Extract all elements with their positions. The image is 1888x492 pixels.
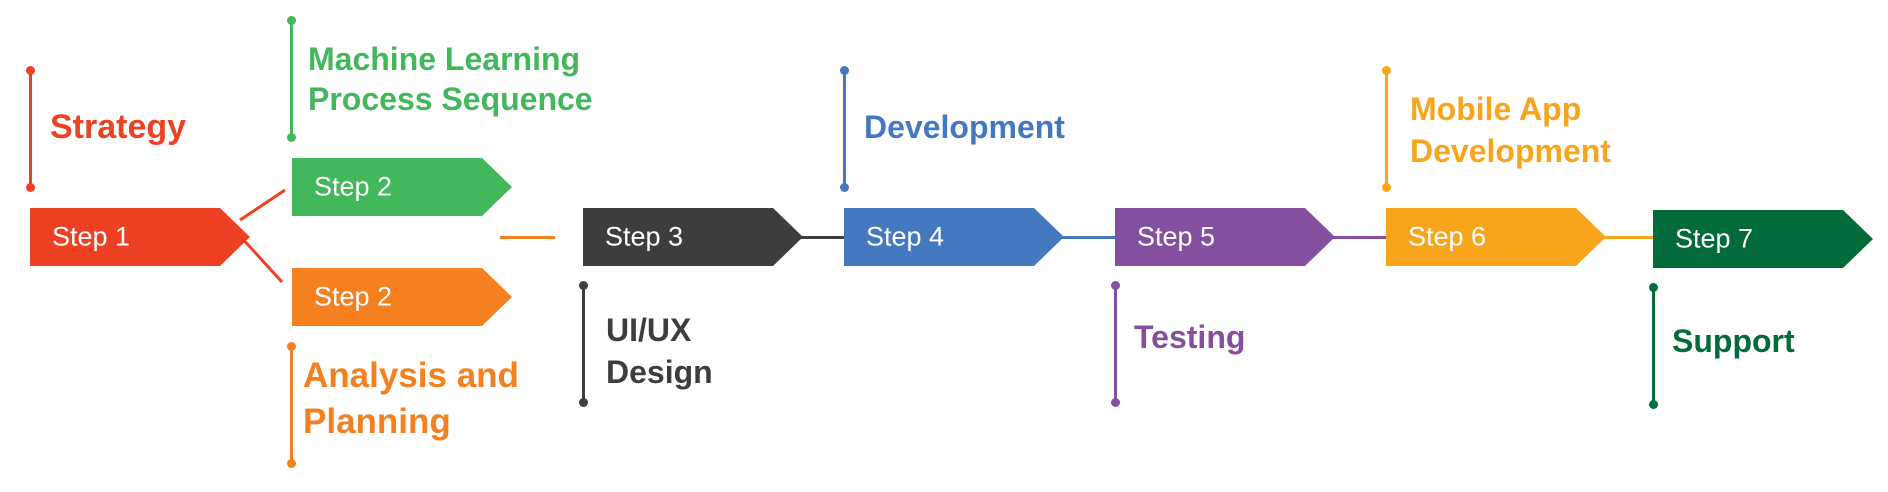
step3-stem <box>579 281 588 407</box>
step6-title-line2: Development <box>1410 133 1611 169</box>
step5-stem <box>1111 281 1120 407</box>
step4-label: Step 4 <box>866 221 945 252</box>
step2-bottom-title-line2: Planning <box>303 402 451 441</box>
step7-label: Step 7 <box>1675 223 1754 254</box>
step2-bottom-arrow: Step 2 <box>292 268 512 326</box>
step2-top-arrow: Step 2 <box>292 158 512 216</box>
connector-step6-step7 <box>1600 236 1655 239</box>
step3-arrow: Step 3 <box>583 208 803 266</box>
step6-stem <box>1382 66 1391 192</box>
step1-stem <box>26 66 35 192</box>
step2-bottom-label: Step 2 <box>314 281 393 312</box>
step1-arrow: Step 1 <box>30 208 250 266</box>
step2-bottom-title-line1: Analysis and <box>303 356 519 395</box>
step4-stem <box>840 66 849 192</box>
step2-top-stem <box>287 16 296 142</box>
step3-title-line1: UI/UX <box>606 312 692 348</box>
step3-label: Step 3 <box>605 221 684 252</box>
step2-bottom-stem <box>287 342 296 468</box>
step7-arrow: Step 7 <box>1653 210 1873 268</box>
step2-top-label: Step 2 <box>314 171 393 202</box>
connector-step4-step5 <box>1060 236 1116 239</box>
connector-step3-step4 <box>800 236 846 239</box>
step2-top-title-line2: Process Sequence <box>308 81 593 117</box>
step4-title: Development <box>864 109 1065 145</box>
step6-arrow: Step 6 <box>1386 208 1606 266</box>
connector-step5-step6 <box>1330 236 1387 239</box>
step5-title: Testing <box>1134 319 1246 355</box>
step4-arrow: Step 4 <box>844 208 1064 266</box>
step6-title-line1: Mobile App <box>1410 91 1582 127</box>
step1-label: Step 1 <box>52 221 131 252</box>
step5-label: Step 5 <box>1137 221 1216 252</box>
connector-step2-step3 <box>500 236 555 239</box>
step7-title: Support <box>1672 323 1795 359</box>
step5-arrow: Step 5 <box>1115 208 1335 266</box>
connector-step1-step2-top <box>239 188 286 222</box>
step3-title-line2: Design <box>606 354 713 390</box>
step6-label: Step 6 <box>1408 221 1487 252</box>
step2-top-title-line1: Machine Learning <box>308 41 581 77</box>
step7-stem <box>1649 283 1658 409</box>
connector-step1-step2-bottom <box>238 234 284 284</box>
step1-title: Strategy <box>50 108 187 146</box>
